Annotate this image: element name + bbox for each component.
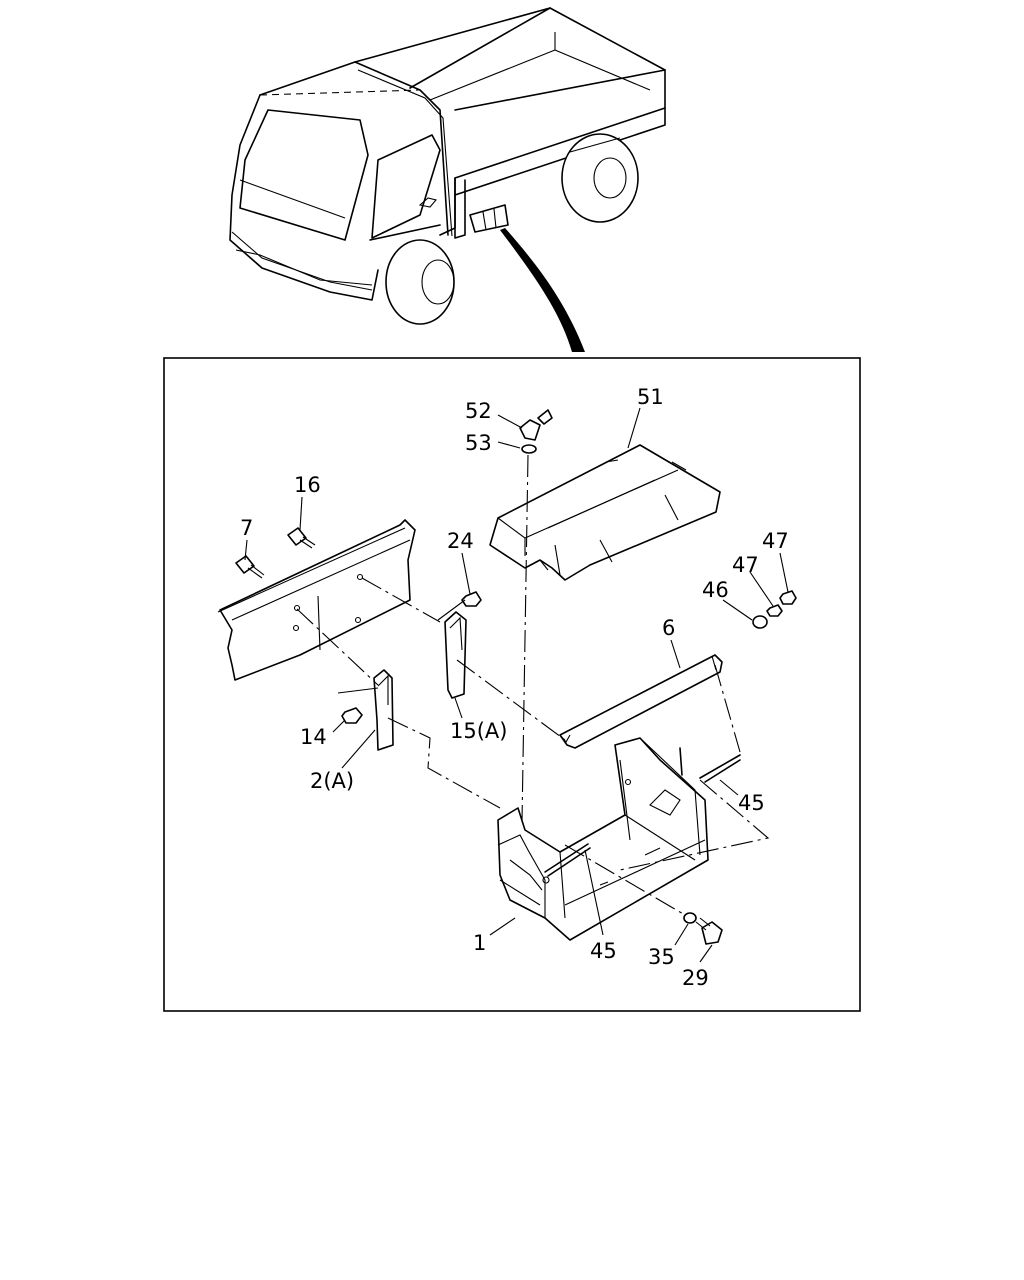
battery-tray-1 [497, 737, 709, 941]
bolt-16 [287, 527, 316, 549]
hook-45-left [544, 843, 591, 877]
callout-7: 7 [240, 516, 253, 540]
rod-6 [559, 654, 723, 749]
callout-15a: 15(A) [450, 719, 507, 743]
frame-rail [217, 519, 416, 681]
callout-46: 46 [702, 578, 729, 602]
callout-14: 14 [300, 725, 327, 749]
callout-51: 51 [637, 385, 664, 409]
callout-1: 1 [473, 931, 486, 955]
washer-46 [752, 615, 768, 629]
nut-47b [779, 590, 797, 605]
callout-53: 53 [465, 431, 492, 455]
callout-45-right: 45 [738, 791, 765, 815]
nut-14 [341, 707, 363, 724]
battery-cover [489, 444, 721, 581]
nut-24 [461, 591, 482, 607]
washer-53 [521, 444, 537, 454]
detail-frame [163, 357, 861, 1012]
callout-2a: 2(A) [310, 769, 354, 793]
callout-45-left: 45 [590, 939, 617, 963]
bracket-2a [373, 669, 394, 751]
nut-47a [766, 604, 783, 617]
callout-47-upper: 47 [762, 529, 789, 553]
callout-47-lower: 47 [732, 553, 759, 577]
callout-52: 52 [465, 399, 492, 423]
hook-45-right [679, 747, 741, 783]
callout-16: 16 [294, 473, 321, 497]
washer-35 [683, 912, 697, 924]
callout-35: 35 [648, 945, 675, 969]
callout-29: 29 [682, 966, 709, 990]
callout-24: 24 [447, 529, 474, 553]
truck-illustration [229, 7, 666, 352]
wingnut-52 [519, 409, 553, 441]
bolt-7 [235, 555, 265, 579]
bracket-15a [444, 611, 467, 699]
bolt-29 [695, 917, 723, 945]
callout-6: 6 [662, 616, 675, 640]
